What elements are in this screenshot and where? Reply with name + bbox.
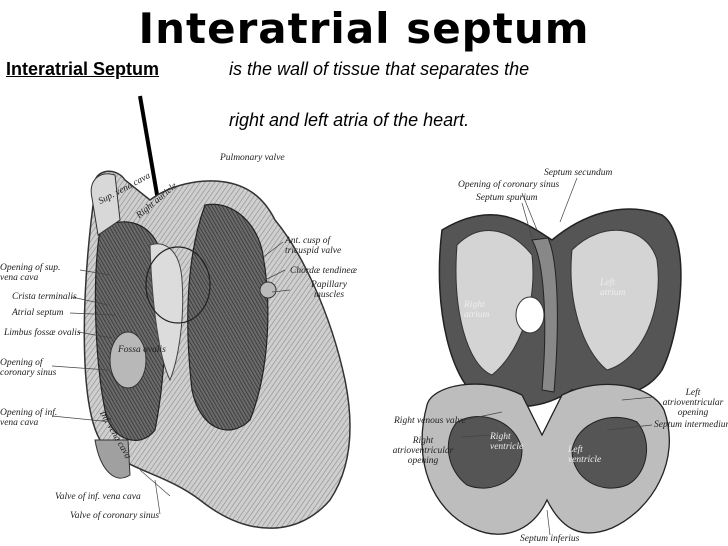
label-fossa-ovalis: Fossa ovalis [118,345,166,355]
label-papillary: Papillary muscles [311,280,347,300]
label-limbus: Limbus fossæ ovalis [4,328,81,338]
label-valve-coronary: Valve of coronary sinus [70,511,160,521]
label-chordae: Chordæ tendineæ [290,266,357,276]
label-right-venous-valve: Right venous valve [394,416,466,426]
label-ant-cusp: Ant. cusp of tricuspid valve [285,236,342,256]
term-label: Interatrial Septum [6,59,160,79]
heart-interior-illustration: Pulmonary valve Sup. vena cava Right aur… [0,140,372,546]
label-pulmonary-valve: Pulmonary valve [220,153,285,163]
label-left-ventricle: Left ventricle [568,445,602,465]
label-right-av-opening: Right atrioventricular opening [392,436,454,466]
label-septum-inferius: Septum inferius [520,534,580,544]
label-opening-sup-vena: Opening of sup. vena cava [0,263,61,283]
label-right-ventricle: Right ventricle [490,432,524,452]
label-septum-secundum: Septum secundum [544,168,613,178]
label-opening-coronary-sinus: Opening of coronary sinus [458,180,560,190]
label-left-av-opening: Left atrioventricular opening [662,388,724,418]
label-septum-intermedium: Septum intermedium [654,420,728,430]
label-atrial-septum: Atrial septum [12,308,64,318]
label-septum-spurium: Septum spurium [476,193,538,203]
label-left-atrium: Left atrium [600,278,626,298]
label-opening-inf-vena: Opening of inf. vena cava [0,408,58,428]
septation-illustration: Septum secundum Opening of coronary sinu… [372,160,728,546]
label-crista: Crista terminalis [12,292,77,302]
definition-line-1: is the wall of tissue that separates the [229,59,530,79]
label-right-atrium: Right atrium [464,300,490,320]
label-opening-coronary: Opening of coronary sinus [0,358,57,378]
slide-title: Interatrial septum [138,4,590,53]
label-valve-inf-vena: Valve of inf. vena cava [55,492,141,502]
definition-line-2: right and left atria of the heart. [229,110,470,130]
